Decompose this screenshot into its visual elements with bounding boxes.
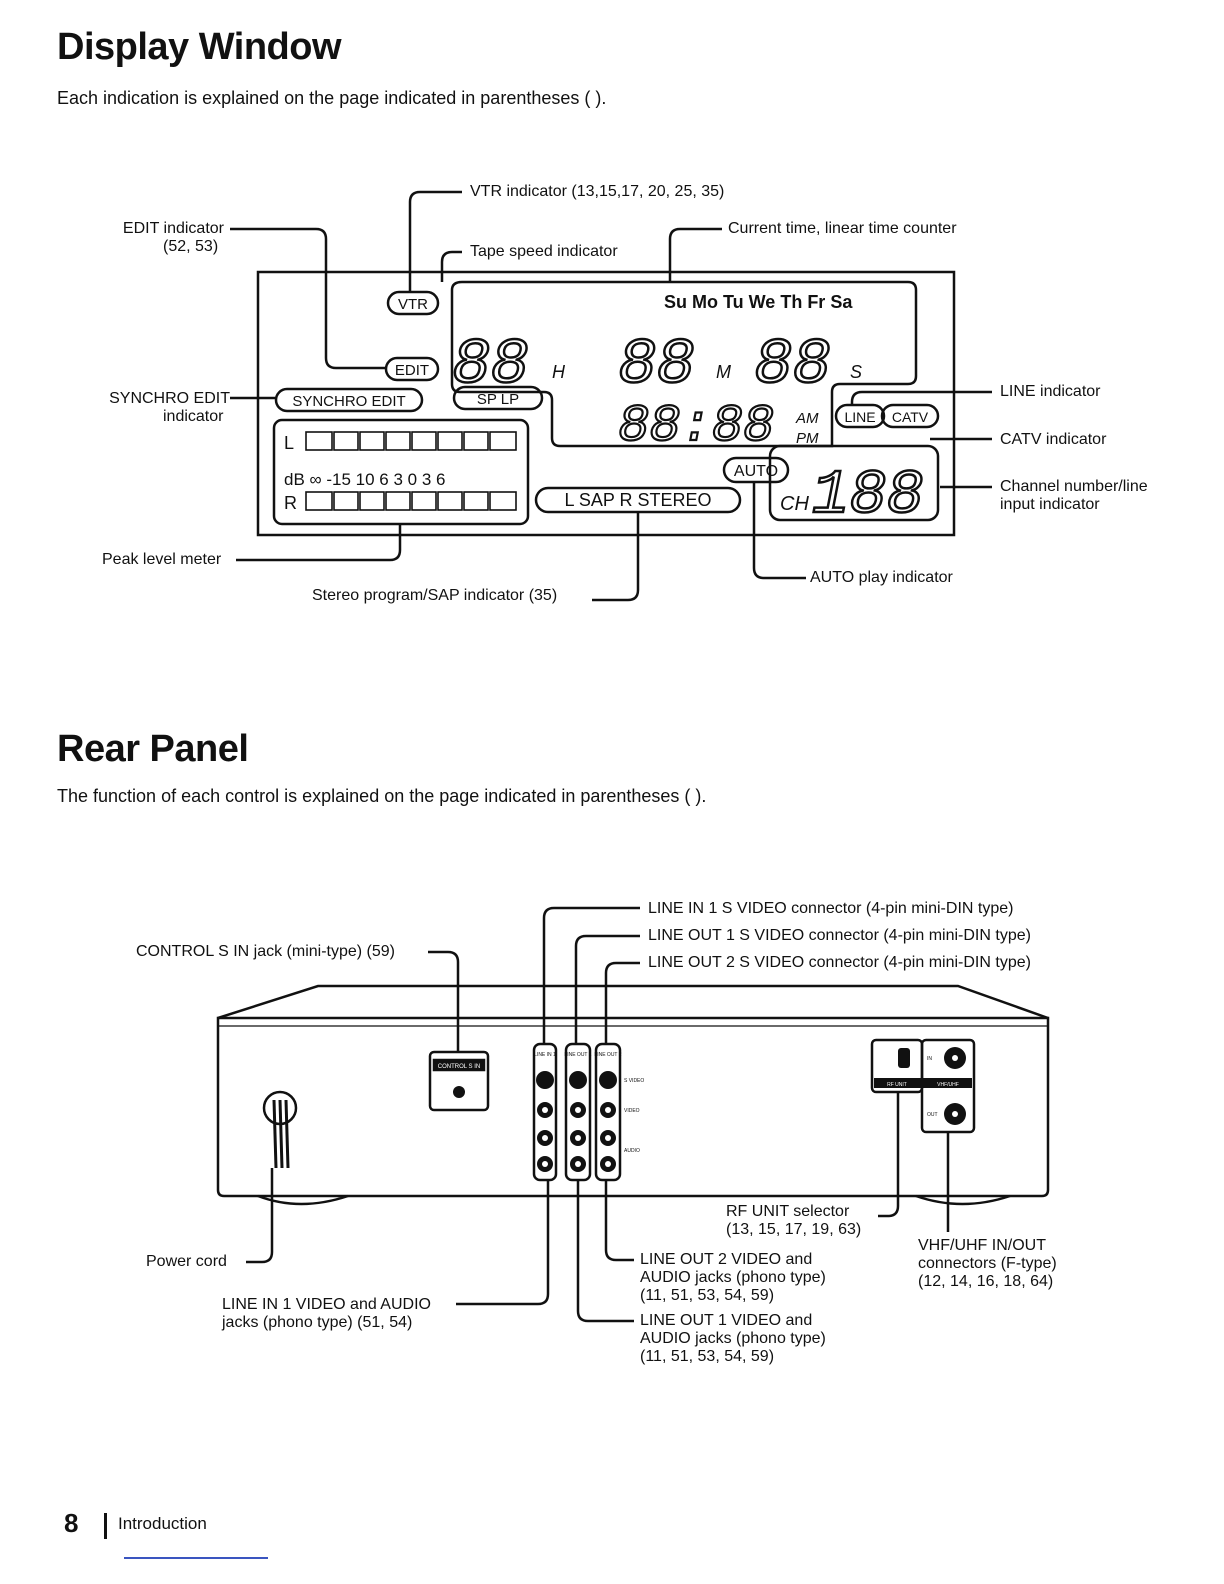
display-window-title: Display Window	[57, 26, 342, 68]
svg-text:AUDIO: AUDIO	[624, 1148, 640, 1154]
svg-text:VIDEO: VIDEO	[624, 1108, 640, 1114]
label-synchro-edit-2: indicator	[163, 408, 224, 425]
label-channel-number: Channel number/line	[1000, 478, 1148, 495]
label-vhf-uhf-2: connectors (F-type)	[918, 1255, 1057, 1272]
clock-frame	[450, 280, 918, 448]
label-peak-level-meter: Peak level meter	[102, 551, 222, 568]
edit-pill-text: EDIT	[395, 362, 429, 379]
svg-text:RF UNIT: RF UNIT	[887, 1082, 907, 1088]
footer-divider	[104, 1513, 107, 1539]
power-cord	[272, 1099, 290, 1169]
cabinet-body	[216, 1016, 1050, 1198]
label-channel-number-2: input indicator	[1000, 496, 1100, 513]
sap-stereo-text: L SAP R STEREO	[564, 490, 711, 510]
catv-pill-text: CATV	[892, 409, 929, 425]
synchro-edit-pill-text: SYNCHRO EDIT	[292, 393, 405, 410]
label-auto-play: AUTO play indicator	[810, 569, 953, 586]
label-rf-unit: RF UNIT selector	[726, 1203, 850, 1220]
label-line-out1-av-2: AUDIO jacks (phono type)	[640, 1330, 826, 1347]
auto-pill-text: AUTO	[734, 463, 778, 480]
svg-text:VHF/UHF: VHF/UHF	[937, 1082, 959, 1088]
vtr-pill-text: VTR	[398, 296, 428, 313]
label-vtr-indicator: VTR indicator (13,15,17, 20, 25, 35)	[470, 183, 725, 200]
clock-digits: 88:88	[618, 397, 774, 456]
label-line-out1-svideo: LINE OUT 1 S VIDEO connector (4-pin mini…	[648, 927, 1031, 944]
meter-db-scale: dB ∞ -15 10 6 3 0 3 6	[284, 470, 445, 489]
label-line-indicator: LINE indicator	[1000, 383, 1101, 400]
label-edit-indicator: EDIT indicator	[122, 220, 224, 237]
label-vhf-uhf: VHF/UHF IN/OUT	[918, 1237, 1046, 1254]
am-text: AM	[795, 410, 819, 427]
label-line-out2-svideo: LINE OUT 2 S VIDEO connector (4-pin mini…	[648, 954, 1031, 971]
seconds-unit: S	[850, 362, 862, 382]
label-stereo-sap: Stereo program/SAP indicator (35)	[312, 587, 558, 604]
jack-column-line-out-2	[594, 1042, 622, 1182]
svg-text:S VIDEO: S VIDEO	[624, 1078, 644, 1084]
sp-lp-pill-text: SP LP	[477, 391, 519, 408]
hours-unit: H	[552, 362, 566, 382]
minutes-digits: 88	[618, 330, 695, 402]
cabinet-top	[217, 984, 1049, 1020]
seconds-digits: 88	[754, 330, 831, 402]
svg-text:OUT: OUT	[927, 1112, 938, 1118]
footer-section-name: Introduction	[118, 1514, 207, 1533]
display-window-intro: Each indication is explained on the page…	[57, 88, 607, 108]
label-line-out2-av-2: AUDIO jacks (phono type)	[640, 1269, 826, 1286]
rear-panel-title: Rear Panel	[57, 728, 249, 770]
label-edit-pages: (52, 53)	[163, 238, 219, 255]
label-line-out1-av: LINE OUT 1 VIDEO and	[640, 1312, 813, 1329]
label-current-time: Current time, linear time counter	[728, 220, 957, 237]
svg-text:IN: IN	[927, 1056, 932, 1062]
label-rf-unit-pages: (13, 15, 17, 19, 63)	[726, 1221, 862, 1238]
channel-digits: 188	[812, 460, 924, 531]
svg-text:LINE OUT 1: LINE OUT 1	[564, 1052, 591, 1058]
level-meter-l-segments	[305, 431, 517, 451]
svg-text:LINE OUT 2: LINE OUT 2	[594, 1052, 621, 1058]
label-vhf-uhf-pages: (12, 14, 16, 18, 64)	[918, 1273, 1054, 1290]
line-pill-text: LINE	[844, 409, 875, 425]
hours-digits: 88	[452, 330, 529, 402]
label-catv-indicator: CATV indicator	[1000, 431, 1107, 448]
control-s-in-jack	[428, 1050, 490, 1112]
minutes-unit: M	[716, 362, 731, 382]
meter-r: R	[284, 493, 297, 513]
label-control-s-in: CONTROL S IN jack (mini-type) (59)	[136, 943, 395, 960]
label-line-in1-svideo: LINE IN 1 S VIDEO connector (4-pin mini-…	[648, 900, 1014, 917]
label-power-cord: Power cord	[146, 1253, 227, 1270]
page-number: 8	[64, 1508, 79, 1538]
label-line-out2-av-pages: (11, 51, 53, 54, 59)	[640, 1287, 775, 1304]
label-line-out2-av: LINE OUT 2 VIDEO and	[640, 1251, 813, 1268]
svg-text:LINE IN 1: LINE IN 1	[534, 1052, 556, 1058]
rear-panel-intro: The function of each control is explaine…	[57, 786, 707, 806]
right-foot	[915, 1194, 1011, 1206]
label-line-in1-av-2: jacks (phono type) (51, 54)	[222, 1314, 413, 1331]
left-foot	[257, 1194, 349, 1206]
meter-l: L	[284, 433, 294, 453]
svg-text:CONTROL S IN: CONTROL S IN	[438, 1064, 480, 1070]
display-frame	[256, 270, 956, 537]
pm-text: PM	[796, 430, 819, 447]
label-tape-speed: Tape speed indicator	[470, 243, 618, 260]
footer-rule	[124, 1557, 268, 1559]
level-meter-r-segments	[305, 491, 517, 511]
label-synchro-edit: SYNCHRO EDIT	[109, 390, 230, 407]
label-line-in1-av: LINE IN 1 VIDEO and AUDIO	[222, 1296, 431, 1313]
ch-text: CH	[780, 493, 809, 515]
label-line-out1-av-pages: (11, 51, 53, 54, 59)	[640, 1348, 775, 1365]
days-of-week: Su Mo Tu We Th Fr Sa	[664, 292, 853, 312]
